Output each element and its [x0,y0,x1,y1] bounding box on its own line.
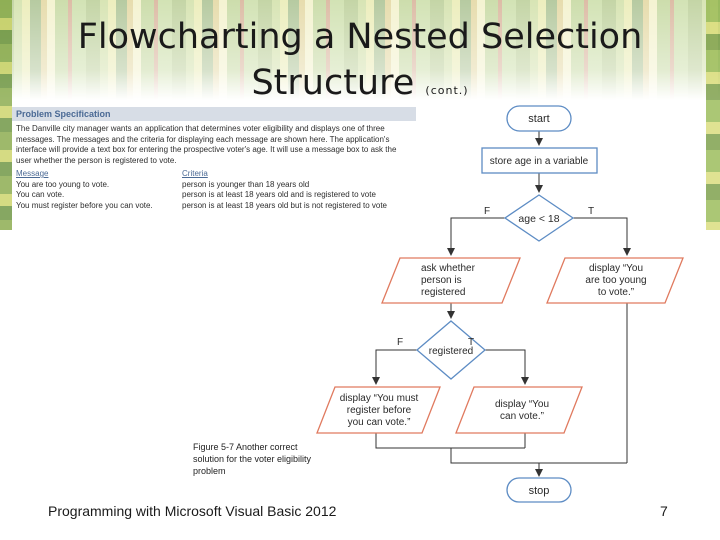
registered-decision-label: registered [429,346,473,357]
display-can-vote-io [455,386,583,434]
display-must-register-io [316,386,441,434]
must-line2: register before [347,405,412,416]
spec-row-criteria: person is at least 18 years old and is r… [182,190,376,199]
spec-col-message: Message [16,169,49,178]
spec-row-message: You must register before you can vote. [16,200,153,210]
age-false-label: F [484,206,490,217]
spec-row-criteria: person is at least 18 years old but is n… [182,200,388,210]
must-line1: display “You must [340,393,419,404]
young-line3: to vote.” [598,287,634,298]
left-stripe-decoration [0,0,12,230]
arrow-age-true [573,217,631,256]
arrow-registered-false [372,349,417,385]
registered-decision-diamond [415,320,487,380]
slide-title-word: Structure [251,63,415,103]
store-age-process [481,147,598,174]
footer-text: Programming with Microsoft Visual Basic … [48,503,337,519]
spec-heading: Problem Specification [12,107,416,121]
registered-false-label: F [397,337,403,348]
store-age-label: store age in a variable [490,156,589,167]
young-line2: are too young [585,275,646,286]
slide-title: Flowcharting a Nested Selection Structur… [0,14,720,114]
young-line1: display “You [589,263,643,274]
spec-col-criteria: Criteria [182,169,208,178]
problem-specification-panel: Problem Specification The Danville city … [12,107,416,227]
display-too-young-io [546,257,684,304]
ask-line3: registered [421,287,465,298]
age-decision-label: age < 18 [518,213,559,225]
ask-line1: ask whether [421,263,476,274]
spec-description: The Danville city manager wants an appli… [16,124,397,165]
spec-body: The Danville city manager wants an appli… [12,121,416,211]
spec-row-message: You can vote. [16,190,65,199]
spec-row-message: You are too young to vote. [16,179,110,189]
slide-title-line2: Structure (cont.) [0,60,720,114]
page-number: 7 [660,503,668,519]
must-line3: you can vote.” [348,417,411,428]
ask-registered-io [381,257,521,304]
age-true-label: T [588,206,594,217]
arrow-registered-true [485,349,529,385]
ask-line2: person is [421,275,462,286]
title-banner-fade [0,0,720,100]
age-decision-diamond [503,194,575,242]
start-label: start [528,113,549,125]
stop-terminal [506,477,572,503]
connector-inner-merge [450,448,627,464]
arrow-age-false [447,217,505,256]
flow-connectors [372,131,631,477]
slide-title-suffix: (cont.) [425,84,469,97]
connector-must-merge [375,433,525,449]
can-line1: display “You [495,399,549,410]
right-stripe-decoration [706,0,720,230]
spec-table: Message Criteria You are too young to vo… [16,169,412,211]
can-line2: can vote.” [500,411,544,422]
slide-title-line1: Flowcharting a Nested Selection [77,17,643,57]
start-terminal [506,105,572,132]
figure-caption: Figure 5-7 Another correct solution for … [193,442,312,476]
registered-true-label: T [468,337,474,348]
stop-label: stop [529,485,550,497]
spec-row-criteria: person is younger than 18 years old [182,179,310,189]
